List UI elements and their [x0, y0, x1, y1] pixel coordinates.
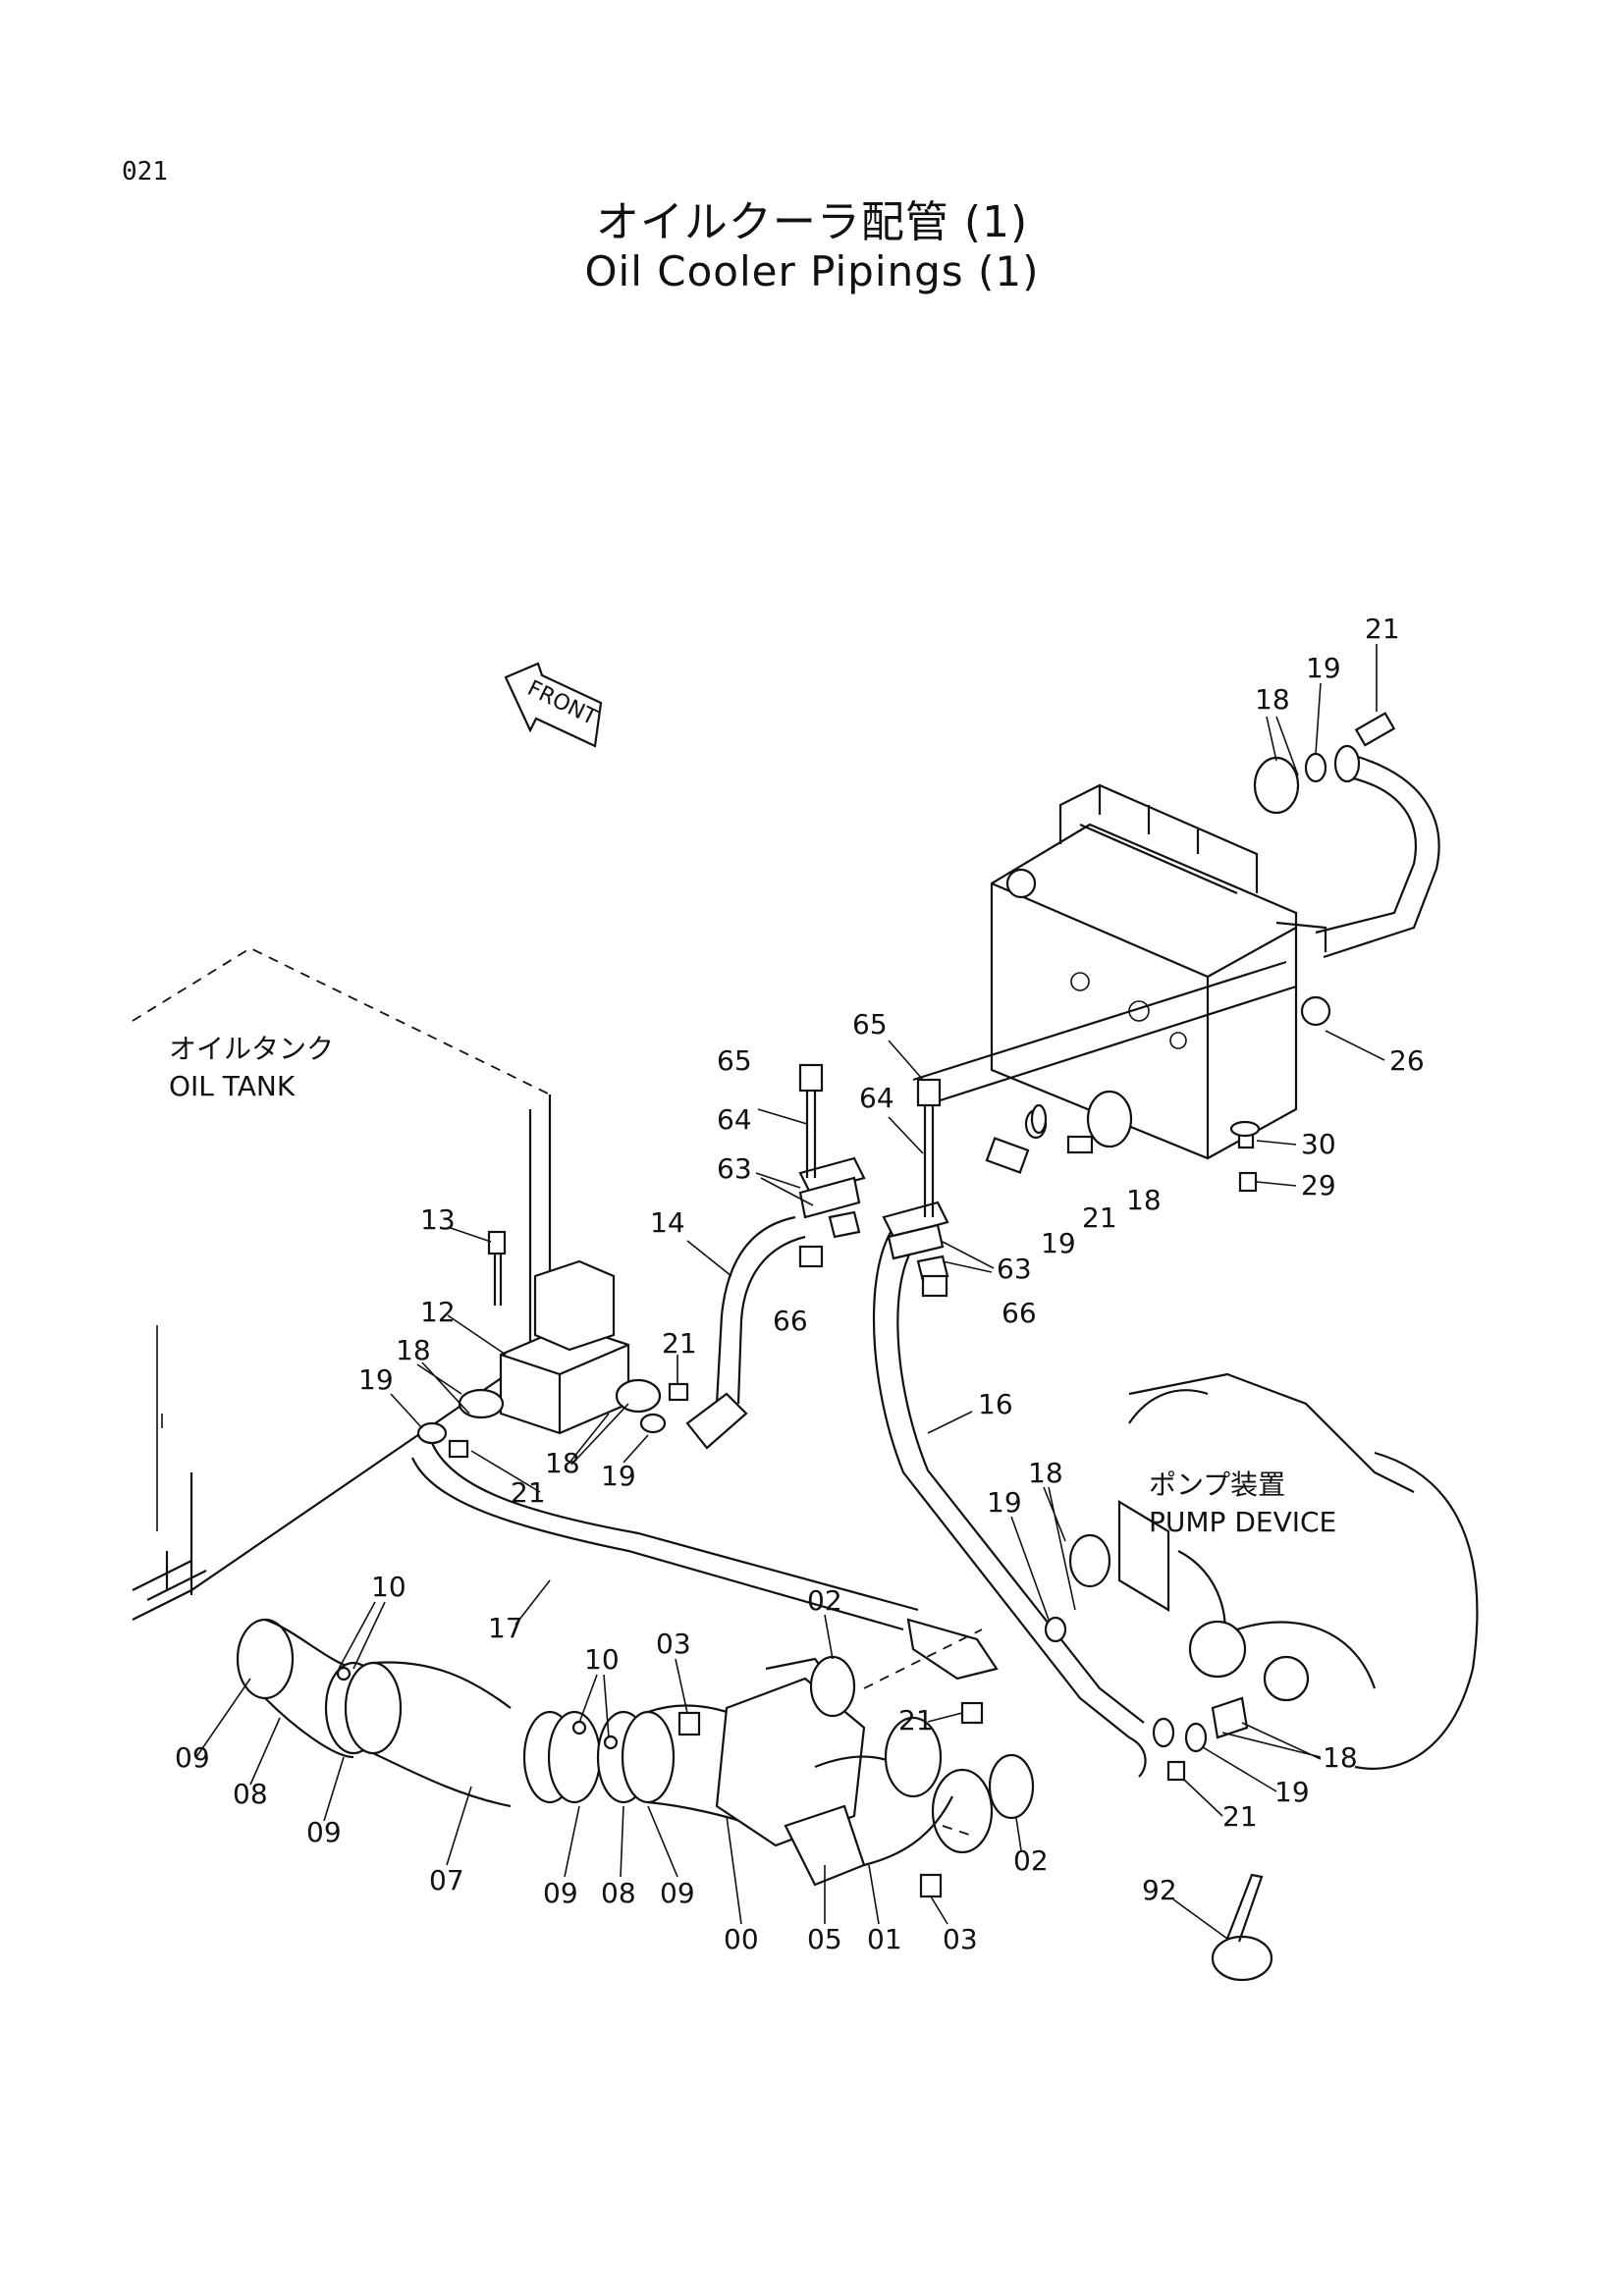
callout-65-right: 65: [852, 1008, 888, 1041]
leader-lines: [195, 644, 1385, 1940]
callout-18-top: 18: [1255, 683, 1290, 716]
pipe-17: [410, 1442, 999, 1681]
callout-08-b: 08: [601, 1877, 636, 1909]
callout-64-left: 64: [717, 1103, 752, 1136]
callout-09-b: 09: [306, 1816, 342, 1848]
callout-18-pump: 18: [1028, 1457, 1063, 1489]
callout-19-pump: 19: [987, 1486, 1022, 1519]
oil-tank-label-en: OIL TANK: [169, 1070, 296, 1102]
callout-19-mid: 19: [1041, 1227, 1076, 1259]
callout-21-valve2: 21: [511, 1476, 546, 1509]
callout-02-top: 02: [807, 1584, 842, 1617]
oil-tank: オイルタンク OIL TANK: [132, 946, 552, 1621]
callout-19-top: 19: [1306, 652, 1341, 684]
page-number: 021: [122, 157, 168, 187]
callout-10-left: 10: [371, 1571, 406, 1603]
callout-26: 26: [1389, 1044, 1425, 1077]
callout-08-a: 08: [233, 1778, 268, 1810]
title-english: Oil Cooler Pipings (1): [584, 247, 1040, 295]
callout-05: 05: [807, 1923, 842, 1955]
callout-19-valve2: 19: [601, 1460, 636, 1492]
callout-21-top: 21: [1365, 613, 1400, 645]
bottom-right-fittings: [1128, 1696, 1249, 1782]
callout-30: 30: [1301, 1128, 1336, 1160]
callout-64-right: 64: [859, 1082, 894, 1114]
callout-66-left: 66: [773, 1305, 808, 1337]
callout-21-mid: 21: [1082, 1201, 1117, 1234]
callout-10-mid: 10: [584, 1643, 620, 1676]
callout-01: 01: [867, 1923, 902, 1955]
valve-12: [416, 1230, 689, 1459]
callout-18-valve: 18: [396, 1334, 431, 1366]
pipes-14-16: [685, 960, 1297, 1738]
callout-21-valve: 21: [662, 1327, 697, 1360]
pump-device-label-jp: ポンプ装置: [1149, 1468, 1285, 1501]
callout-29: 29: [1301, 1169, 1336, 1201]
callout-12: 12: [420, 1296, 456, 1328]
pump-device: ポンプ装置 PUMP DEVICE: [1044, 1372, 1479, 1770]
callout-09-d: 09: [660, 1877, 695, 1909]
callout-03-low: 03: [943, 1923, 978, 1955]
main-pipe-assembly: [236, 1618, 1035, 1898]
front-arrow: FRONT: [504, 662, 603, 748]
callout-09-c: 09: [543, 1877, 578, 1909]
callout-63-left: 63: [717, 1152, 752, 1185]
callout-21-bottom: 21: [1222, 1800, 1258, 1833]
callout-03-top: 03: [656, 1628, 691, 1660]
callout-92: 92: [1142, 1874, 1177, 1906]
callout-07: 07: [429, 1864, 464, 1896]
callout-18-valve2: 18: [545, 1447, 580, 1479]
callout-00: 00: [724, 1923, 759, 1955]
callout-labels: 21 19 18 26 65 65 64 64 63 63 66 66 30 2…: [175, 613, 1425, 1955]
callout-14: 14: [650, 1206, 685, 1239]
callout-16: 16: [978, 1388, 1013, 1420]
callout-65-left: 65: [717, 1044, 752, 1077]
control-valve: [990, 754, 1440, 1160]
callout-66-right: 66: [1001, 1297, 1037, 1329]
callout-63-right: 63: [997, 1253, 1032, 1285]
title-japanese: オイルクーラ配管 (1): [595, 197, 1029, 247]
callout-19-low: 19: [1274, 1776, 1310, 1808]
callout-21-low: 21: [898, 1704, 934, 1736]
callout-19-valve: 19: [358, 1363, 394, 1396]
callout-18-low: 18: [1323, 1741, 1358, 1774]
oil-tank-label-jp: オイルタンク: [169, 1033, 334, 1065]
callout-13: 13: [420, 1203, 456, 1236]
pump-device-label-en: PUMP DEVICE: [1149, 1506, 1336, 1538]
callout-02-low: 02: [1013, 1844, 1049, 1877]
callout-17: 17: [488, 1612, 523, 1644]
callout-18-mid: 18: [1126, 1184, 1162, 1216]
top-fittings: [1253, 712, 1396, 815]
band-92: [1211, 1873, 1273, 1982]
